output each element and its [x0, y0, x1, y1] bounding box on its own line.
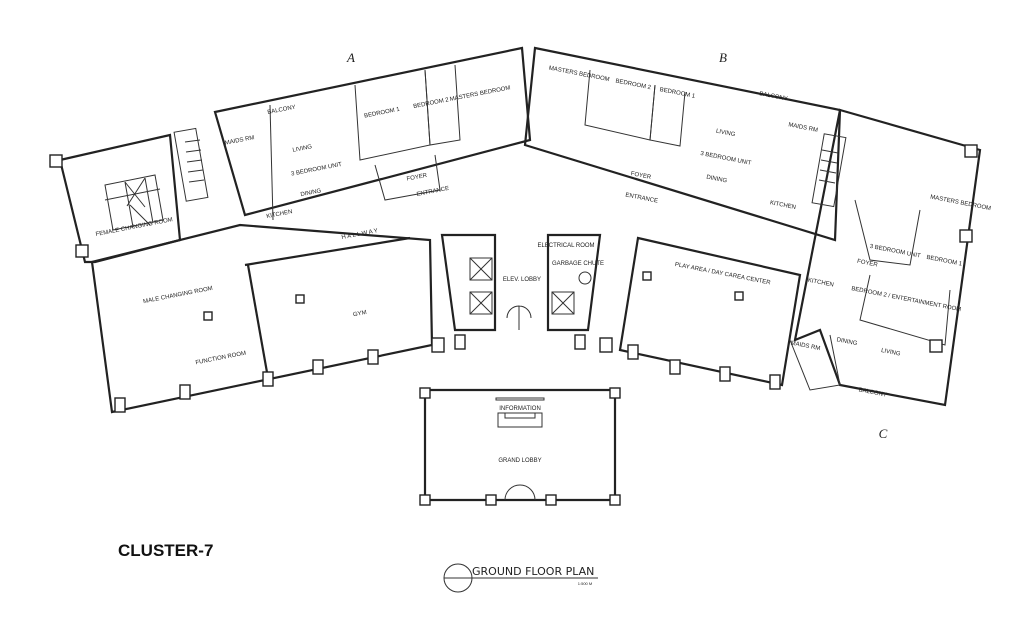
plan-title: GROUND FLOOR PLAN [472, 565, 594, 578]
label-c-foyer: FOYER [857, 259, 879, 269]
wing-c-marker: C [879, 426, 888, 441]
label-gym: GYM [353, 310, 368, 318]
label-male-changing: MALE CHANGING ROOM [143, 286, 214, 305]
label-information: INFORMATION [499, 406, 541, 412]
label-b-entrance: ENTRANCE [625, 192, 659, 204]
wing-b-c-walls [523, 46, 982, 407]
label-hallway: H A L L W A Y [341, 228, 378, 241]
label-maids-room: MAIDS RM [224, 135, 255, 147]
label-bedroom-2: BEDROOM 2 [413, 97, 450, 110]
label-unit: 3 BEDROOM UNIT [291, 162, 343, 178]
cluster-title: CLUSTER-7 [118, 541, 213, 560]
label-c-dining: DINING [836, 337, 858, 347]
wing-b-marker: B [719, 50, 727, 65]
label-elev-lobby: ELEV. LOBBY [503, 277, 541, 283]
label-b-maids-room: MAIDS RM [788, 122, 819, 134]
label-c-bedroom-2: BEDROOM 2 / ENTERTAINMENT ROOM [851, 286, 962, 313]
label-garbage-chute: GARBAGE CHUTE [552, 261, 604, 267]
label-c-kitchen: KITCHEN [807, 278, 834, 289]
label-foyer: FOYER [406, 173, 428, 183]
label-b-unit: 3 BEDROOM UNIT [700, 151, 752, 167]
scale-note: 1:500 M [578, 581, 592, 586]
label-female-changing: FEMALE CHANGING ROOM [95, 217, 173, 238]
label-c-masters-bedroom: MASTERS BEDROOM [930, 194, 992, 212]
label-masters-bedroom: MASTERS BEDROOM [449, 85, 511, 103]
label-b-living: LIVING [715, 129, 736, 139]
label-b-masters-bedroom: MASTERS BEDROOM [548, 66, 610, 84]
label-c-bedroom-1: BEDROOM 1 [926, 255, 963, 268]
label-electrical-room: ELECTRICAL ROOM [537, 243, 594, 249]
label-b-kitchen: KITCHEN [769, 200, 796, 211]
label-dining: DINING [300, 188, 322, 198]
wing-a-marker: A [346, 50, 355, 65]
label-entrance: ENTRANCE [416, 186, 450, 198]
label-grand-lobby: GRAND LOBBY [498, 458, 541, 464]
label-living: LIVING [292, 144, 313, 154]
label-bedroom-1: BEDROOM 1 [364, 107, 401, 120]
label-kitchen: KITCHEN [266, 209, 293, 220]
label-balcony: BALCONY [267, 105, 296, 116]
label-b-bedroom-1: BEDROOM 1 [659, 87, 696, 100]
label-c-balcony: BALCONY [858, 387, 887, 398]
label-c-living: LIVING [880, 348, 901, 358]
columns [49, 144, 978, 506]
label-function-room: FUNCTION ROOM [195, 351, 247, 367]
label-b-balcony: BALCONY [759, 91, 788, 102]
label-b-dining: DINING [706, 175, 728, 185]
label-c-maids-room: MAIDS RM [790, 341, 821, 353]
wing-a-walls [58, 46, 532, 414]
label-b-bedroom-2: BEDROOM 2 [615, 78, 652, 91]
label-b-foyer: FOYER [630, 171, 652, 181]
plan-title-block: GROUND FLOOR PLAN 1:500 M [443, 563, 598, 593]
